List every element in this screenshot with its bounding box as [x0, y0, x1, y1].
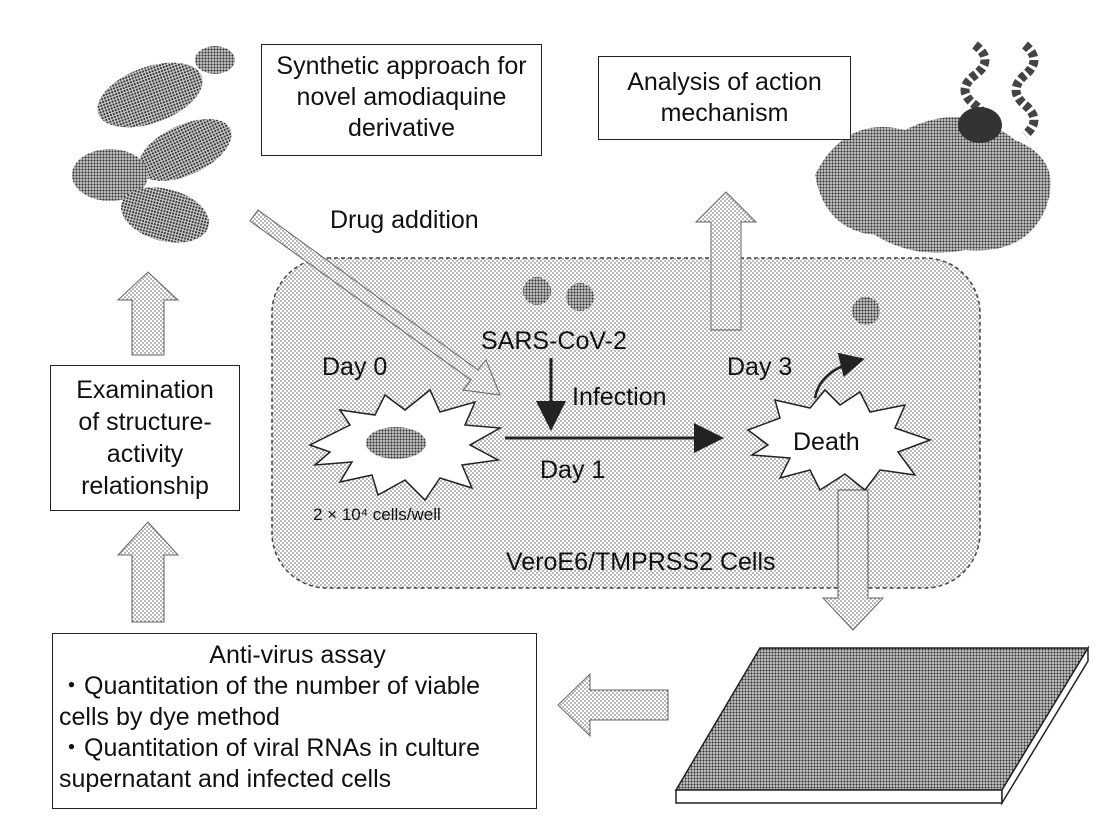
assay-line-2: cells by dye method	[59, 702, 536, 733]
day0-label: Day 0	[322, 352, 387, 382]
virus-particle	[566, 283, 594, 311]
synthetic-approach-box: Synthetic approach for novel amodiaquine…	[261, 44, 542, 156]
cell-line-label: VeroE6/TMPRSS2 Cells	[506, 547, 776, 577]
synthetic-line-2: novel amodiaquine	[262, 82, 541, 113]
assay-line-4: supernatant and infected cells	[59, 764, 536, 795]
examination-line-4: relationship	[51, 470, 239, 502]
culture-plate	[676, 648, 1088, 803]
virus-particle	[523, 277, 551, 305]
drug-molecule-image	[72, 46, 241, 252]
cells-per-well-label: 2 × 10⁴ cells/well	[313, 500, 441, 530]
arrow-to-assay	[558, 674, 668, 736]
death-label: Death	[793, 427, 860, 457]
infection-label: Infection	[572, 382, 667, 412]
arrow-up-left-lower	[118, 522, 178, 622]
day3-label: Day 3	[727, 352, 792, 382]
analysis-box: Analysis of action mechanism	[598, 56, 851, 140]
synthetic-line-3: derivative	[262, 113, 541, 144]
assay-title: Anti-virus assay	[59, 640, 536, 671]
virus-label: SARS-CoV-2	[481, 326, 627, 356]
examination-line-3: activity	[51, 438, 239, 470]
virus-particle	[852, 297, 880, 325]
analysis-line-1: Analysis of action	[599, 67, 850, 98]
examination-box: Examination of structure- activity relat…	[50, 365, 240, 511]
arrow-up-left	[118, 272, 178, 355]
assay-line-3: ・Quantitation of viral RNAs in culture	[59, 733, 536, 764]
analysis-line-2: mechanism	[599, 98, 850, 129]
assay-line-1: ・Quantitation of the number of viable	[59, 671, 536, 702]
anti-virus-assay-box: Anti-virus assay ・Quantitation of the nu…	[52, 633, 537, 809]
drug-addition-label: Drug addition	[330, 205, 479, 235]
day1-label: Day 1	[540, 455, 605, 485]
examination-line-2: of structure-	[51, 406, 239, 438]
examination-line-1: Examination	[51, 374, 239, 406]
synthetic-line-1: Synthetic approach for	[262, 51, 541, 82]
